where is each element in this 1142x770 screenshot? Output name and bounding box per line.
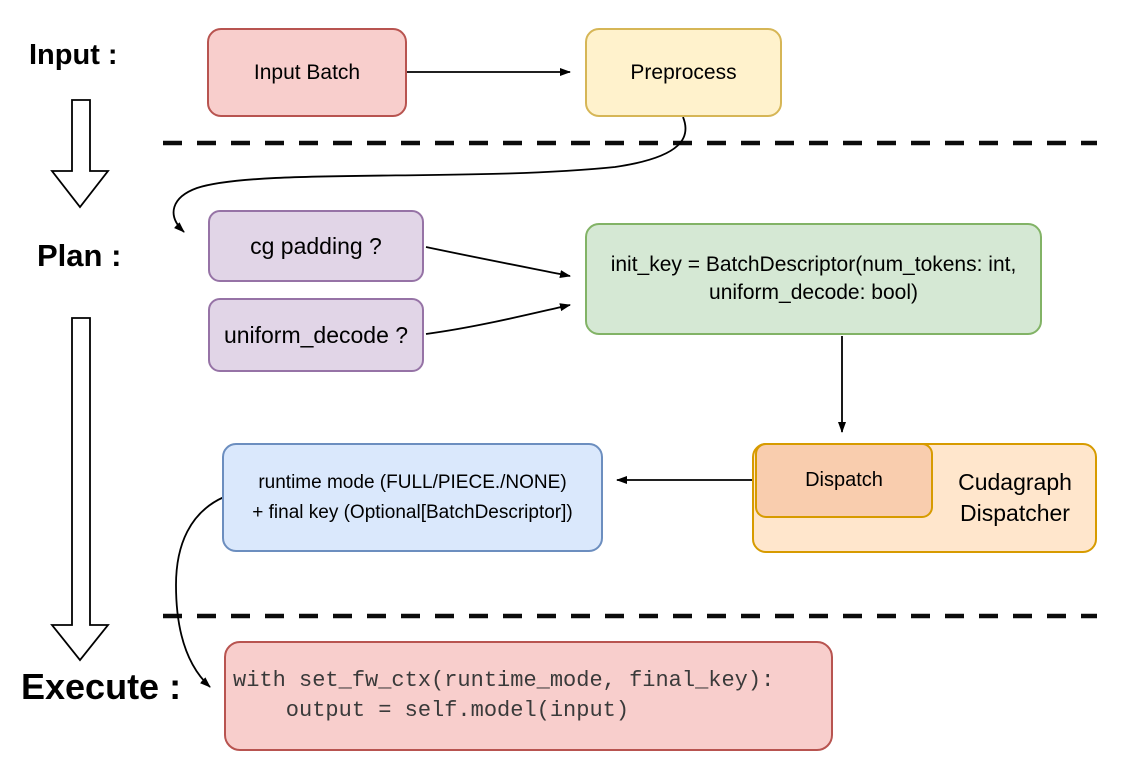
- node-dispatch-label: Dispatch: [805, 469, 883, 492]
- section-label-execute: Execute :: [21, 666, 182, 707]
- section-label-plan: Plan :: [37, 238, 122, 273]
- flow-arrow-plan-to-execute-icon: [50, 317, 110, 662]
- node-uniform-decode: uniform_decode ?: [208, 298, 424, 372]
- cudagraph-title-line1: Cudagraph: [958, 468, 1072, 495]
- connector-preprocess-to-cg-padding: [172, 116, 687, 233]
- node-init-key: init_key = BatchDescriptor(num_tokens: i…: [585, 223, 1042, 335]
- connector-uniform-decode-to-init-key: [425, 303, 571, 335]
- connector-cg-padding-to-init-key: [425, 246, 571, 278]
- node-cudagraph-dispatcher-title: Cudagraph Dispatcher: [933, 443, 1097, 553]
- node-runtime-mode: runtime mode (FULL/PIECE./NONE) + final …: [222, 443, 603, 552]
- node-init-key-line1: init_key = BatchDescriptor(num_tokens: i…: [610, 253, 1017, 277]
- connector-runtime-mode-to-execute-code: [175, 496, 225, 688]
- execute-code-line2: output = self.model(input): [233, 698, 630, 723]
- node-cg-padding-label: cg padding ?: [250, 232, 382, 259]
- execute-code-line1: with set_fw_ctx(runtime_mode, final_key)…: [233, 668, 775, 693]
- section-label-input: Input :: [29, 39, 118, 71]
- node-preprocess-label: Preprocess: [630, 60, 737, 84]
- node-execute-code: with set_fw_ctx(runtime_mode, final_key)…: [224, 641, 833, 751]
- node-uniform-decode-label: uniform_decode ?: [223, 321, 409, 348]
- node-input-batch-label: Input Batch: [253, 60, 361, 84]
- cudagraph-title-line2: Dispatcher: [960, 500, 1070, 526]
- node-runtime-line1: runtime mode (FULL/PIECE./NONE): [258, 472, 567, 494]
- node-dispatch: Dispatch: [755, 443, 933, 518]
- node-runtime-line2: + final key (Optional[BatchDescriptor]): [252, 501, 573, 523]
- node-input-batch: Input Batch: [207, 28, 407, 117]
- flow-arrow-input-to-plan-icon: [50, 99, 110, 209]
- node-init-key-line2: uniform_decode: bool): [709, 281, 918, 304]
- node-cg-padding: cg padding ?: [208, 210, 424, 282]
- node-preprocess: Preprocess: [585, 28, 782, 117]
